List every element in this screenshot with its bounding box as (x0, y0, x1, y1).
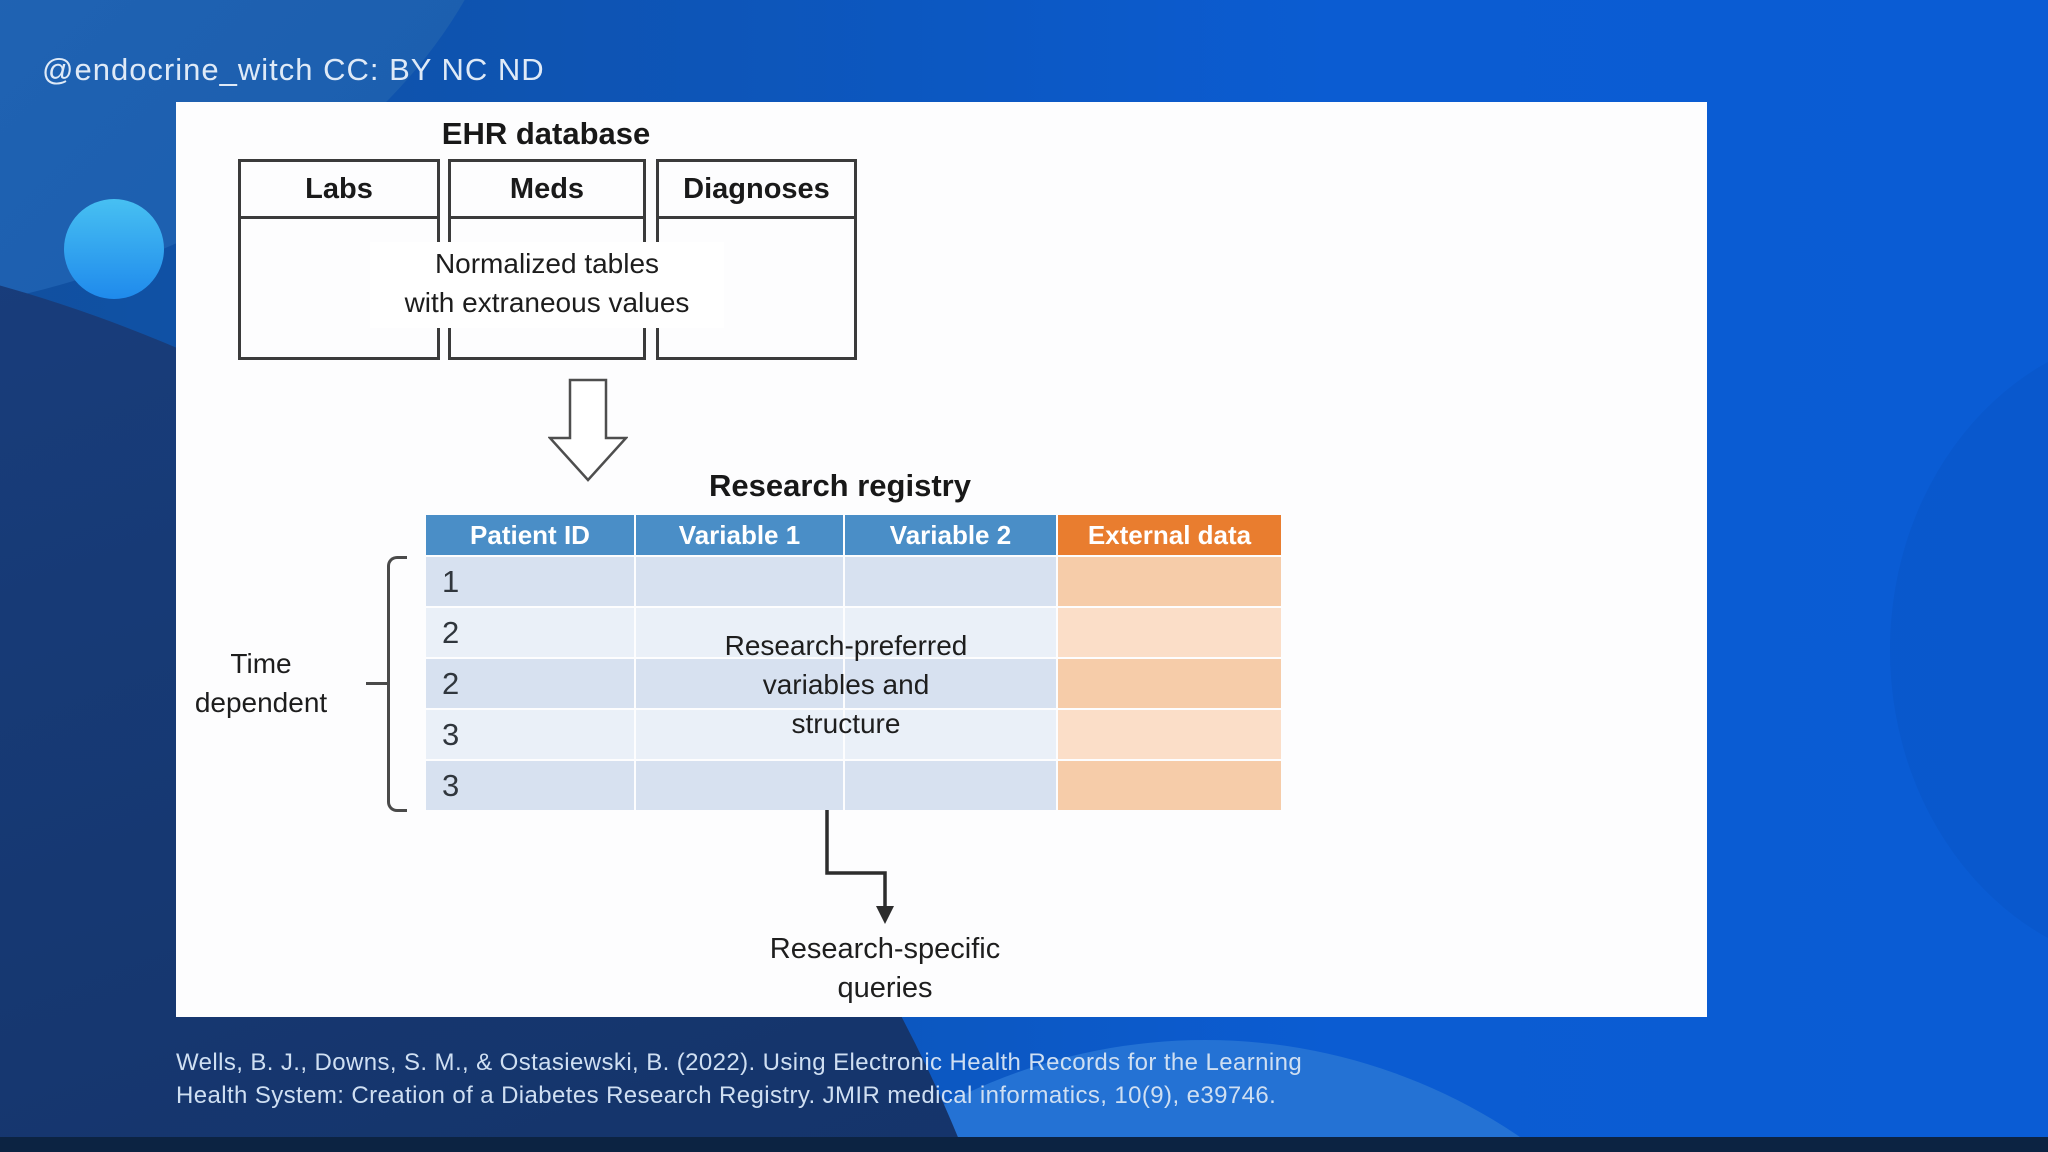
registry-cell (636, 557, 843, 606)
citation-line1: Wells, B. J., Downs, S. M., & Ostasiewsk… (176, 1049, 1303, 1076)
time-dependent-bracket-tick (366, 682, 388, 685)
registry-table: Patient ID Variable 1 Variable 2 Externa… (426, 515, 1281, 810)
time-dependent-label-line1: Time (230, 648, 292, 679)
patient-id-cell: 1 (426, 557, 634, 606)
registry-cell (845, 761, 1056, 810)
time-dependent-label-line2: dependent (194, 687, 328, 718)
patient-id-cell: 2 (426, 659, 634, 708)
registry-cell (636, 659, 843, 708)
research-registry-title: Research registry (709, 468, 971, 503)
registry-cell-external (1058, 659, 1281, 708)
ehr-table-meds-label: Meds (451, 162, 643, 219)
col-header-variable-2: Variable 2 (845, 515, 1056, 555)
registry-cell (845, 710, 1056, 759)
citation: Wells, B. J., Downs, S. M., & Ostasiewsk… (176, 1046, 1302, 1112)
registry-cell (845, 608, 1056, 657)
research-specific-queries-line2: queries (837, 972, 933, 1004)
author-handle: @endocrine_witch CC: BY NC ND (42, 52, 545, 87)
accent-circle (64, 199, 164, 299)
right-edge-shape (1890, 330, 2048, 970)
citation-line2: Health System: Creation of a Diabetes Re… (176, 1082, 1277, 1109)
ehr-database-title: EHR database (441, 116, 651, 151)
normalized-tables-note-line1: Normalized tables (434, 248, 660, 279)
diagram-panel: EHR database Labs Meds Diagnoses Normali… (176, 102, 1707, 1017)
elbow-down-arrow-icon (825, 810, 894, 924)
research-preferred-note: Research-preferred variables and structu… (636, 626, 1056, 743)
registry-cell (636, 608, 843, 657)
ehr-table-labs-label: Labs (241, 162, 437, 219)
down-arrow-icon (548, 378, 628, 482)
patient-id-cell: 2 (426, 608, 634, 657)
research-preferred-note-line2: variables and (762, 669, 930, 700)
patient-id-cell: 3 (426, 761, 634, 810)
bottom-navy-bar (0, 1137, 2048, 1152)
col-header-external-data: External data (1058, 515, 1281, 555)
registry-cell (636, 710, 843, 759)
research-specific-queries-line1: Research-specific (769, 933, 1001, 965)
registry-cell-external (1058, 608, 1281, 657)
ehr-table-diagnoses-label: Diagnoses (659, 162, 854, 219)
time-dependent-label: Time dependent (176, 644, 346, 722)
registry-cell-external (1058, 557, 1281, 606)
registry-cell-external (1058, 761, 1281, 810)
research-preferred-note-line3: structure (791, 708, 901, 739)
time-dependent-bracket (387, 556, 407, 812)
patient-id-cell: 3 (426, 710, 634, 759)
research-specific-queries-label: Research-specific queries (735, 930, 1035, 1008)
registry-cell (845, 659, 1056, 708)
research-preferred-note-line1: Research-preferred (724, 630, 968, 661)
normalized-tables-note-line2: with extraneous values (404, 287, 690, 318)
normalized-tables-note: Normalized tables with extraneous values (370, 242, 724, 328)
registry-cell-external (1058, 710, 1281, 759)
registry-cell (845, 557, 1056, 606)
registry-cell (636, 761, 843, 810)
col-header-patient-id: Patient ID (426, 515, 634, 555)
col-header-variable-1: Variable 1 (636, 515, 843, 555)
